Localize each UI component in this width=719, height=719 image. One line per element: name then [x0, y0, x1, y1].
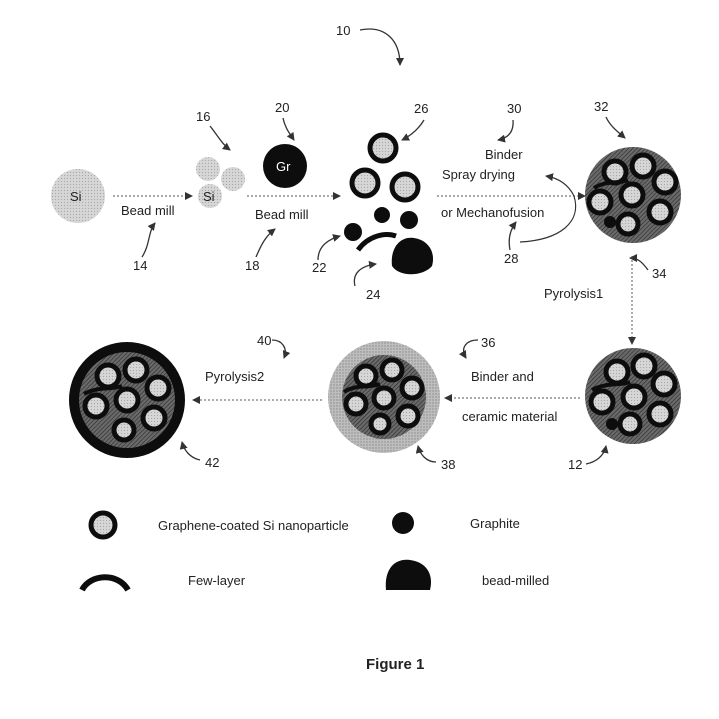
ref-20-curve	[282, 117, 295, 141]
composite-12	[585, 348, 681, 444]
ref-42: 42	[205, 455, 219, 470]
ref-24-curve	[353, 260, 377, 287]
legend-graphite-label: Graphite	[470, 516, 520, 531]
ref-16: 16	[196, 109, 210, 124]
pyrolysis1-label: Pyrolysis1	[544, 286, 603, 301]
final-composite-42	[69, 342, 185, 458]
ref-26-curve	[401, 119, 425, 141]
recycle-curve	[519, 173, 577, 243]
composite-32	[585, 147, 681, 243]
composite-38	[328, 341, 440, 453]
ceramic-material-label: ceramic material	[462, 409, 557, 424]
mixture-cluster	[344, 132, 434, 275]
ref-14: 14	[133, 258, 147, 273]
ref-22-curve	[317, 234, 341, 261]
legend-few-layer-icon	[79, 574, 131, 592]
ref-28: 28	[504, 251, 518, 266]
ref-34: 34	[652, 266, 666, 281]
si-nanoparticle-2	[221, 167, 245, 191]
ref-10: 10	[336, 23, 350, 38]
ref-10-curve	[359, 28, 404, 66]
legend: Graphene-coated Si nanoparticle Graphite…	[79, 510, 549, 592]
legend-bead-milled-label: bead-milled	[482, 573, 549, 588]
ref-18-curve	[255, 228, 276, 258]
ref-24: 24	[366, 287, 380, 302]
bead-mill-2-label: Bead mill	[255, 207, 309, 222]
ref-38: 38	[441, 457, 455, 472]
ref-26: 26	[414, 101, 428, 116]
legend-graphite-icon	[392, 512, 414, 534]
ref-42-curve	[179, 441, 201, 461]
ref-30: 30	[507, 101, 521, 116]
ref-12: 12	[568, 457, 582, 472]
pyrolysis2-label: Pyrolysis2	[205, 369, 264, 384]
ref-30-curve	[497, 119, 514, 143]
ref-40-curve	[271, 339, 291, 359]
binder-and-label: Binder and	[471, 369, 534, 384]
ref-16-curve	[209, 125, 231, 151]
ref-38-curve	[415, 445, 437, 463]
figure-caption: Figure 1	[366, 656, 424, 673]
ref-20: 20	[275, 100, 289, 115]
ref-12-curve	[585, 445, 609, 465]
si-nanoparticle-3	[198, 184, 222, 208]
legend-graphene-si-icon	[88, 510, 118, 540]
ref-36: 36	[481, 335, 495, 350]
si-label: Si	[70, 189, 82, 204]
ref-18: 18	[245, 258, 259, 273]
ref-14-curve	[141, 222, 156, 258]
si-particle	[51, 169, 105, 223]
ref-32-curve	[605, 116, 626, 139]
ref-32: 32	[594, 99, 608, 114]
si-small-label: Si	[203, 189, 215, 204]
graphite-particle	[263, 144, 307, 188]
spray-drying-label: Spray drying	[442, 167, 515, 182]
mechanofusion-label: or Mechanofusion	[441, 205, 544, 220]
legend-graphene-si-label: Graphene-coated Si nanoparticle	[158, 518, 349, 533]
ref-34-curve	[629, 254, 649, 271]
legend-few-layer-label: Few-layer	[188, 573, 246, 588]
ref-36-curve	[458, 339, 479, 359]
ref-40: 40	[257, 333, 271, 348]
bead-mill-1-label: Bead mill	[121, 203, 175, 218]
gr-label: Gr	[276, 159, 291, 174]
legend-bead-milled-icon	[385, 559, 432, 590]
binder-label: Binder	[485, 147, 523, 162]
ref-22: 22	[312, 260, 326, 275]
si-nanoparticle-1	[196, 157, 220, 181]
ref-28-curve	[508, 221, 517, 251]
